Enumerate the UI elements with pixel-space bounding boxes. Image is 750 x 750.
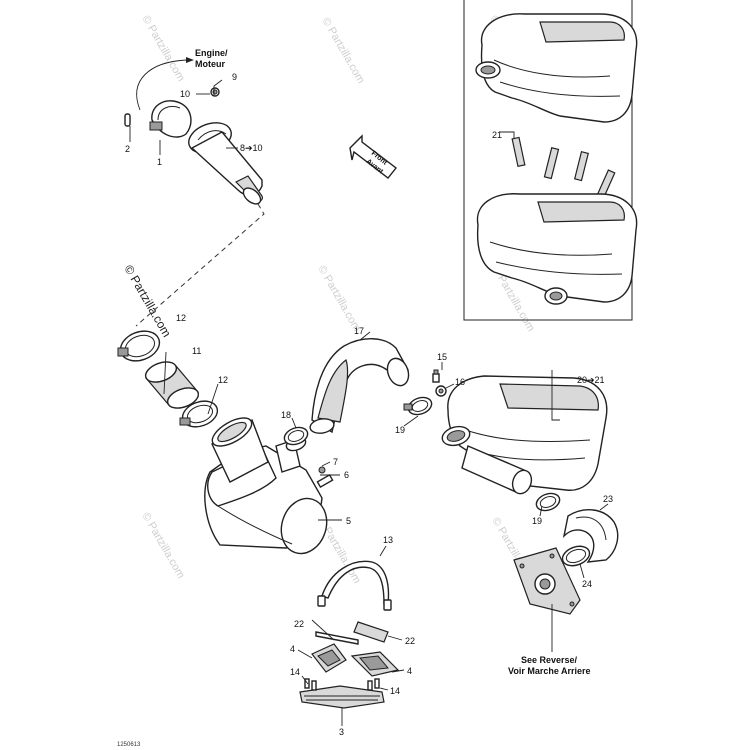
callout-7: 7	[333, 457, 338, 467]
fitting-part-15	[432, 369, 440, 383]
pad-part-22-right	[353, 621, 389, 643]
callout-6: 6	[344, 470, 349, 480]
callout-21: 21	[492, 130, 502, 140]
leader-lines	[129, 79, 609, 726]
muffler-part-5	[204, 417, 328, 555]
engine-note-line1: Engine/	[195, 48, 228, 58]
callout-22-right: 22	[405, 636, 415, 646]
coupling-part-11	[144, 361, 200, 409]
hose-part-23	[562, 509, 619, 563]
clamp-part-24	[561, 545, 591, 567]
reverse-note-line1: See Reverse/	[521, 655, 578, 665]
callout-14-left: 14	[290, 667, 300, 677]
clamp-part-12-upper	[117, 330, 161, 362]
engine-leader-arrow	[186, 57, 194, 63]
engine-leader	[136, 59, 187, 111]
sensor-part-6	[316, 466, 334, 489]
front-arrow: Front Avant	[349, 134, 397, 179]
bracket-part-4-right	[350, 651, 400, 677]
watermark-mid-center: © Partzilla.com	[315, 264, 362, 334]
strap-part-13	[317, 560, 392, 611]
callout-20: 20➔21	[577, 375, 605, 385]
clamp-part-18	[283, 426, 309, 446]
callout-19-lower: 19	[532, 516, 542, 526]
screw-part-14-left	[304, 678, 317, 691]
strap-part-22-left	[315, 631, 359, 645]
callout-17: 17	[354, 326, 364, 336]
callout-11: 11	[192, 346, 201, 356]
callout-4-left: 4	[290, 644, 295, 654]
reverse-plate	[513, 547, 581, 615]
dashed-connector	[135, 203, 265, 327]
inset-muffler-top	[475, 13, 638, 123]
watermark-top-center: © Partzilla.com	[319, 16, 366, 86]
callout-22-left: 22	[294, 619, 304, 629]
grommet-part-16	[435, 385, 447, 397]
watermark-layer: © Partzilla.com © Partzilla.com © Partzi…	[121, 14, 536, 586]
callout-1: 1	[157, 157, 162, 167]
engine-note-line2: Moteur	[195, 59, 225, 69]
exhaust-pipe-part-8	[188, 122, 263, 205]
callout-12-lower: 12	[218, 375, 228, 385]
clamp-part-19-upper	[403, 396, 433, 416]
callout-3: 3	[339, 727, 344, 737]
callout-23: 23	[603, 494, 613, 504]
callout-14-right: 14	[390, 686, 400, 696]
clamp-part-1	[149, 100, 192, 138]
sensor-part-9	[210, 87, 220, 97]
resonator-part-20	[441, 375, 608, 495]
diagram-code: 1250613	[117, 742, 141, 748]
callout-19-upper: 19	[395, 425, 405, 435]
reverse-inset-frame	[463, 0, 633, 321]
watermark-low-left: © Partzilla.com	[139, 511, 186, 581]
tailpipe-part-17	[309, 338, 410, 434]
callout-18: 18	[281, 410, 291, 420]
callout-5: 5	[346, 516, 351, 526]
callout-16: 16	[455, 377, 465, 387]
rubber-strip-group	[511, 136, 616, 202]
bolt-part-2	[124, 113, 131, 127]
callout-4-right: 4	[407, 666, 412, 676]
callout-10: 10	[180, 89, 190, 99]
callout-2: 2	[125, 144, 130, 154]
callout-15: 15	[437, 352, 447, 362]
callout-9: 9	[232, 72, 237, 82]
callout-numbers: 1 2 3 4 4 5 6 7 8➔10 9 10 11 12 12 13 14…	[125, 72, 613, 737]
bracket-part-4-left	[311, 643, 347, 673]
screw-part-14-right	[367, 678, 380, 691]
callout-12-upper: 12	[176, 313, 186, 323]
inset-muffler-bottom	[476, 193, 638, 305]
callout-8: 8➔10	[240, 143, 263, 153]
reverse-note-line2: Voir Marche Arriere	[508, 666, 591, 676]
watermark-main: © Partzilla.com	[121, 263, 174, 340]
mount-plate-part-3	[299, 685, 385, 709]
callout-24: 24	[582, 579, 592, 589]
clamp-part-19-lower	[535, 492, 561, 512]
clamp-part-12-lower	[179, 400, 219, 428]
callout-13: 13	[383, 535, 393, 545]
